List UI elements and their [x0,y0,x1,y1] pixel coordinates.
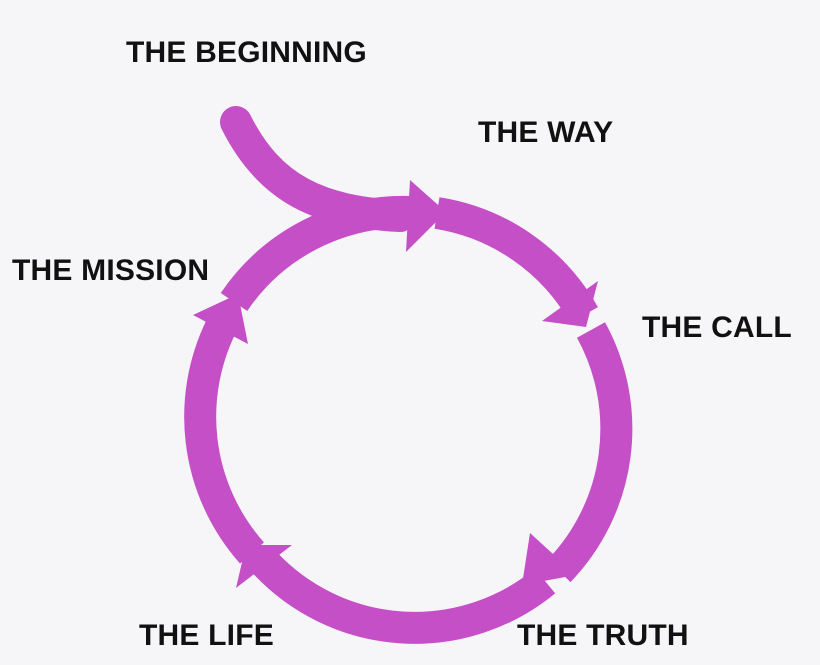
arrowhead-icon [236,545,292,588]
stage-label-beginning: THE BEGINNING [126,36,367,69]
stage-label-mission: THE MISSION [12,254,210,287]
arc-life-to-mission [184,311,265,564]
arc-mission-to-way [220,195,411,312]
arrowhead-icon [522,533,576,585]
stage-label-way: THE WAY [478,116,614,149]
arrowhead-icon [542,281,598,327]
arrowhead-icon [193,294,248,344]
arrowhead-icon [406,180,446,252]
stage-label-life: THE LIFE [139,619,274,652]
arc-way-to-call [434,197,598,324]
arc-truth-to-life [253,551,556,644]
stage-label-truth: THE TRUTH [517,619,689,652]
stage-label-call: THE CALL [642,311,792,344]
arc-call-to-truth [547,322,633,583]
